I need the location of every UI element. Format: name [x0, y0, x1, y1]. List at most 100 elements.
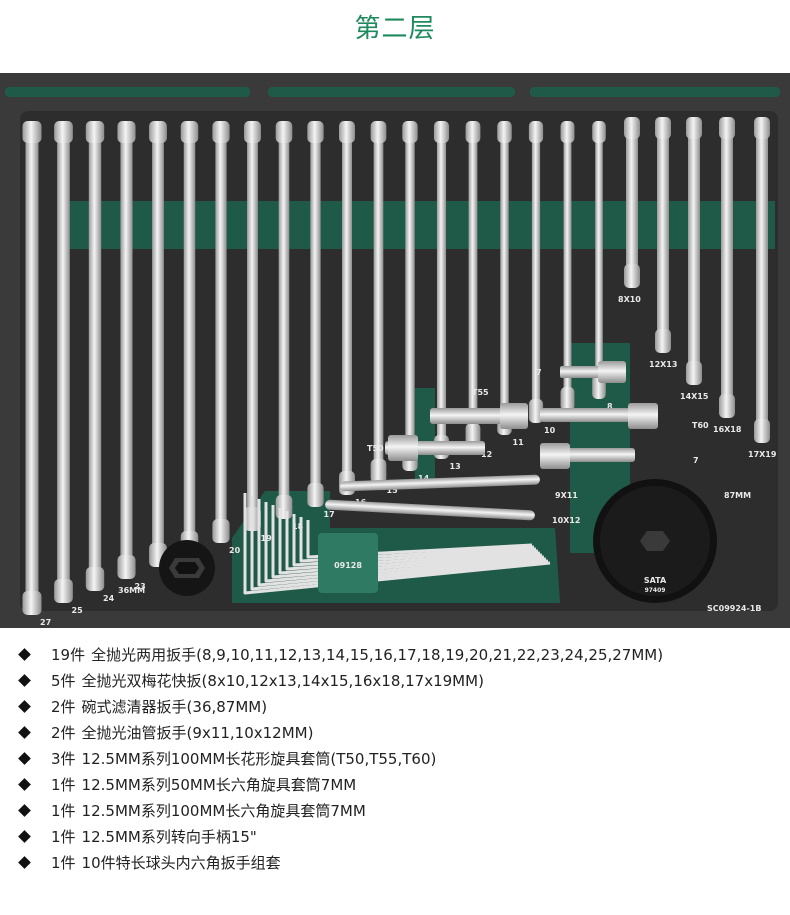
- item-list: 19件全抛光两用扳手(8,9,10,11,12,13,14,15,16,17,1…: [14, 641, 784, 875]
- item-description: 全抛光两用扳手(8,9,10,11,12,13,14,15,16,17,18,1…: [91, 645, 664, 664]
- wrench-size-label: 10: [544, 426, 556, 435]
- list-item: 3件 12.5MM系列100MM长花形旋具套筒(T50,T55,T60): [14, 745, 784, 771]
- wrench: 23: [117, 121, 146, 591]
- wrench-size-label: 23: [135, 582, 146, 591]
- flare-wrench: 17X19: [748, 117, 777, 459]
- hex-key: [292, 514, 537, 567]
- diamond-bullet-icon: [18, 777, 31, 791]
- wrench-size-label: 24: [103, 594, 115, 603]
- filter-label-36: 36MM: [118, 586, 145, 595]
- item-description: 12.5MM系列转向手柄15": [81, 827, 257, 846]
- flare-wrench-label: 16X18: [713, 425, 742, 434]
- hex-key: [243, 493, 551, 595]
- item-quantity: 5件: [51, 671, 76, 690]
- rail-middle: [268, 87, 515, 97]
- combination-wrenches: 272524232221201918171615141312111098: [22, 121, 613, 627]
- flare-wrench-label: 17X19: [748, 450, 777, 459]
- item-description: 12.5MM系列100MM长六角旋具套筒7MM: [81, 801, 366, 820]
- item-quantity: 1件: [51, 827, 76, 846]
- wrench: 9: [560, 121, 582, 423]
- hex-key: [271, 505, 543, 579]
- diamond-bullet-icon: [18, 673, 31, 687]
- item-description: 全抛光双梅花快扳(8x10,12x13,14x15,16x18,17x19MM): [81, 671, 484, 690]
- hex-key: [257, 499, 547, 587]
- wrench: 27: [22, 121, 51, 627]
- wrench: 10: [528, 121, 556, 435]
- rail-right: [530, 87, 780, 97]
- oil-pipe-label-9x11: 9X11: [555, 491, 578, 500]
- socket-label-t55: T55: [472, 388, 489, 397]
- list-item: 1件 12.5MM系列50MM长六角旋具套筒7MM: [14, 771, 784, 797]
- hex-keys: [243, 493, 551, 595]
- wrench-size-label: 27: [40, 618, 51, 627]
- wrench-size-label: 13: [450, 462, 461, 471]
- wrench: 25: [54, 121, 83, 615]
- hex-key: [306, 520, 533, 559]
- wrench-size-label: 20: [229, 546, 241, 555]
- list-item: 19件全抛光两用扳手(8,9,10,11,12,13,14,15,16,17,1…: [14, 641, 784, 667]
- filter-part-number: 97409: [645, 587, 666, 594]
- page-title: 第二层: [354, 14, 436, 44]
- sockets: [385, 361, 658, 469]
- flare-wrenches: 8X10 12X13 14X15 16X18 17X19: [618, 117, 777, 459]
- oil-pipe-wrenches: [325, 474, 540, 521]
- diamond-bullet-icon: [18, 725, 31, 739]
- list-item: 2件碗式滤清器扳手(36,87MM): [14, 693, 784, 719]
- item-quantity: 3件: [51, 749, 76, 768]
- socket-label-t60: T60: [692, 421, 709, 430]
- diamond-bullet-icon: [18, 855, 31, 869]
- filter-wrench-87: SATA 97409: [593, 479, 717, 603]
- filter-label-87: 87MM: [724, 491, 751, 500]
- oil-pipe-label-10x12: 10X12: [552, 516, 580, 525]
- hex-key-label: 09128: [334, 561, 362, 570]
- hex-key: [285, 511, 539, 571]
- item-description: 全抛光油管扳手(9x11,10x12MM): [81, 723, 314, 742]
- wrench-size-label: 18: [292, 522, 304, 531]
- wrench-size-label: 14: [418, 474, 430, 483]
- flare-wrench-label: 8X10: [618, 295, 641, 304]
- list-item: 1件 12.5MM系列转向手柄15": [14, 823, 784, 849]
- item-description: 碗式滤清器扳手(36,87MM): [81, 697, 268, 716]
- wrench-size-label: 15: [387, 486, 399, 495]
- diamond-bullet-icon: [18, 751, 31, 765]
- wrench: 12: [465, 121, 492, 459]
- flare-wrench: 8X10: [618, 117, 641, 304]
- socket-label-t50: T50: [367, 444, 384, 453]
- socket-label-7b: 7: [693, 456, 699, 465]
- wrench-size-label: 8: [607, 402, 613, 411]
- item-quantity: 1件: [51, 853, 76, 872]
- item-description: 10件特长球头内六角扳手组套: [81, 853, 281, 872]
- rail-left: [5, 87, 250, 97]
- item-quantity: 2件: [51, 723, 76, 742]
- socket-label-7a: 7: [536, 368, 542, 377]
- item-quantity: 1件: [51, 775, 76, 794]
- hex-key-holder: [318, 533, 378, 593]
- wrench: 15: [370, 121, 399, 495]
- wrench-size-label: 25: [72, 606, 84, 615]
- wrench: 20: [212, 121, 241, 555]
- hex-key: [264, 502, 545, 583]
- item-quantity: 19件: [51, 645, 86, 664]
- diamond-bullet-icon: [18, 699, 31, 713]
- flare-wrench-label: 14X15: [680, 392, 709, 401]
- model-code: SC09924-1B: [707, 604, 761, 613]
- hex-key: [250, 496, 549, 591]
- list-item: 1件 10件特长球头内六角扳手组套: [14, 849, 784, 875]
- wrench-size-label: 11: [513, 438, 525, 447]
- flare-wrench: 12X13: [649, 117, 677, 369]
- tool-tray-drawing: 272524232221201918171615141312111098 8X1…: [5, 87, 780, 627]
- item-description: 12.5MM系列100MM长花形旋具套筒(T50,T55,T60): [81, 749, 437, 768]
- wrench: 17: [307, 121, 335, 519]
- diamond-bullet-icon: [18, 803, 31, 817]
- brand-logo: SATA: [644, 576, 667, 585]
- wrench: 14: [402, 121, 430, 483]
- green-band: [60, 201, 775, 249]
- diamond-bullet-icon: [18, 829, 31, 843]
- hex-key: [278, 508, 541, 575]
- wrench: 24: [85, 121, 115, 603]
- list-item: 5件全抛光双梅花快扳(8x10,12x13,14x15,16x18,17x19M…: [14, 667, 784, 693]
- item-description: 12.5MM系列50MM长六角旋具套筒7MM: [81, 775, 357, 794]
- diamond-bullet-icon: [18, 647, 31, 661]
- flare-wrench: 16X18: [713, 117, 742, 434]
- tool-tray-image: 272524232221201918171615141312111098 8X1…: [0, 73, 790, 628]
